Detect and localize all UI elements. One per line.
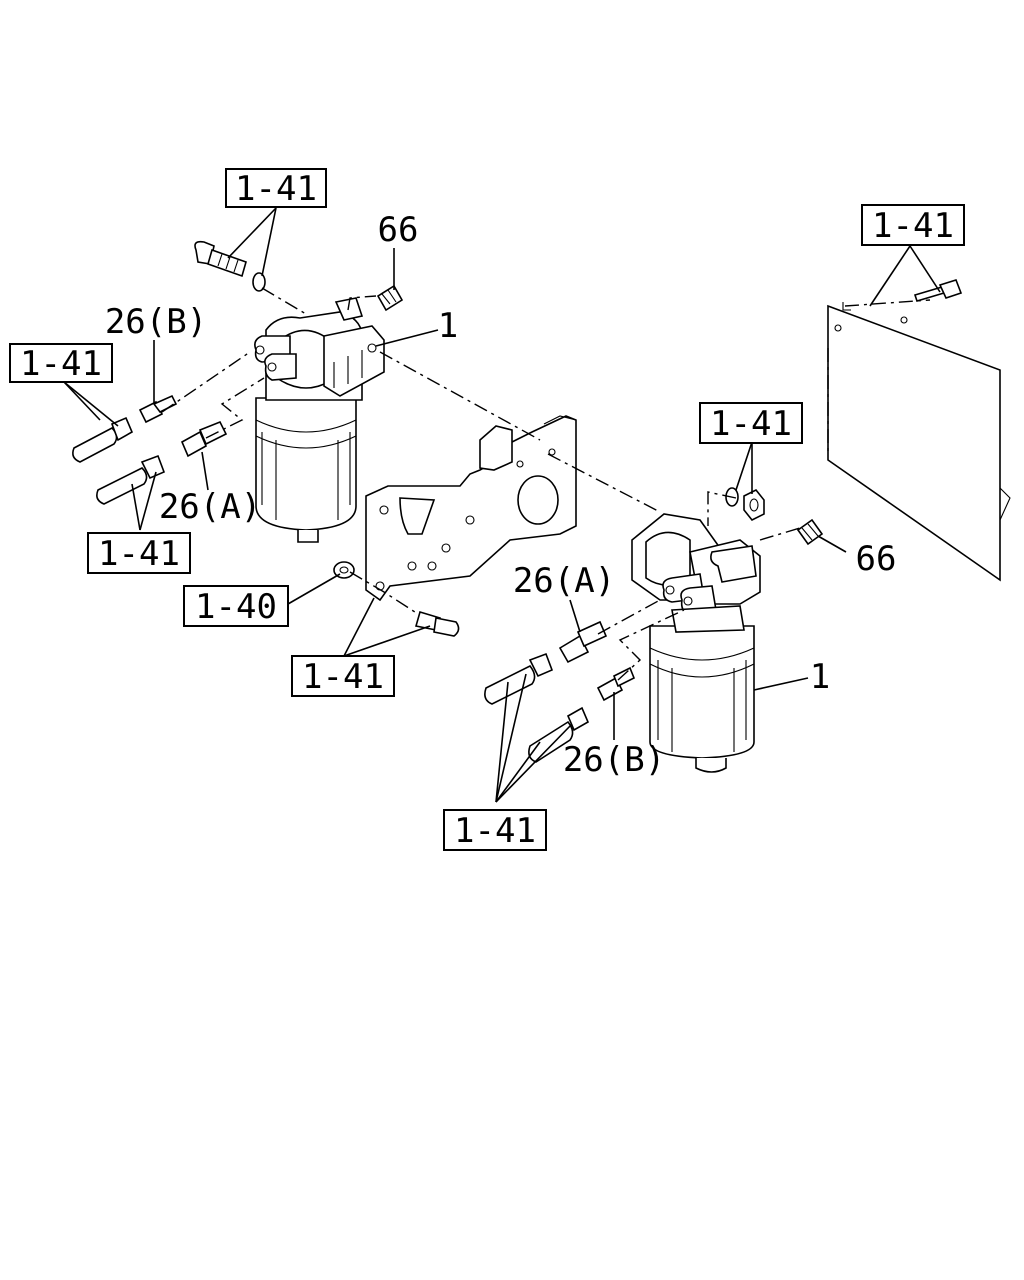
callout-label: 66 <box>378 210 419 250</box>
callout-label: 1-41 <box>454 811 536 851</box>
fitting-26b-left <box>138 394 178 424</box>
panel-bolt <box>913 279 963 302</box>
hose-right-upper <box>484 652 554 705</box>
callout-66-right: 66 <box>856 539 897 579</box>
callout-label: 1 <box>438 306 458 346</box>
callout-1-41-bracket: 1-41 <box>291 655 395 697</box>
mounting-bracket <box>365 415 577 602</box>
callout-1-left: 1 <box>438 306 458 346</box>
fitting-26b-right <box>596 666 636 702</box>
fitting-26a-right <box>558 620 608 664</box>
callout-label: 1-41 <box>20 344 102 384</box>
callout-26b-left: 26(B) <box>105 302 207 342</box>
callout-26a-left: 26(A) <box>159 487 261 527</box>
callout-label: 26(A) <box>513 561 615 601</box>
callout-label: 26(B) <box>563 740 665 780</box>
plug-66-left <box>376 284 404 312</box>
callout-label: 1-41 <box>302 657 384 697</box>
bolt-left-top <box>194 240 247 278</box>
callout-label: 1 <box>810 657 830 697</box>
mounting-panel <box>827 299 1011 582</box>
callout-1-41-panel: 1-41 <box>861 204 965 246</box>
callout-66-left: 66 <box>378 210 419 250</box>
nut-right <box>743 488 765 522</box>
callout-label: 1-41 <box>872 206 954 246</box>
callout-1-41-right: 1-41 <box>699 402 803 444</box>
callout-1-41-top-left: 1-41 <box>225 168 327 209</box>
callout-label: 26(A) <box>159 487 261 527</box>
washer-left-top <box>252 272 266 292</box>
callout-label: 1-41 <box>98 534 180 574</box>
callout-label: 66 <box>856 539 897 579</box>
fitting-26a-left <box>180 420 228 458</box>
fuel-filter-right <box>631 513 761 773</box>
callout-1-41-left-lower: 1-41 <box>87 532 191 574</box>
fuel-filter-left <box>254 297 385 543</box>
callout-label: 1-41 <box>235 169 317 209</box>
leader-lines <box>63 207 941 803</box>
callout-1-40: 1-40 <box>183 585 289 627</box>
hose-left-lower <box>96 454 166 505</box>
callout-1-41-left-mid: 1-41 <box>9 343 113 384</box>
hose-right-lower <box>528 706 590 763</box>
callout-26a-right: 26(A) <box>513 561 615 601</box>
plug-66-right <box>796 518 824 546</box>
callout-label: 1-40 <box>195 587 277 627</box>
callout-1-right: 1 <box>810 657 830 697</box>
callout-26b-right: 26(B) <box>563 740 665 780</box>
callout-1-41-bottom: 1-41 <box>443 809 547 851</box>
bolt-bracket <box>414 611 460 637</box>
hose-left-upper <box>72 416 134 463</box>
callout-label: 26(B) <box>105 302 207 342</box>
callout-label: 1-41 <box>710 404 792 444</box>
assembly-lines <box>161 287 801 681</box>
